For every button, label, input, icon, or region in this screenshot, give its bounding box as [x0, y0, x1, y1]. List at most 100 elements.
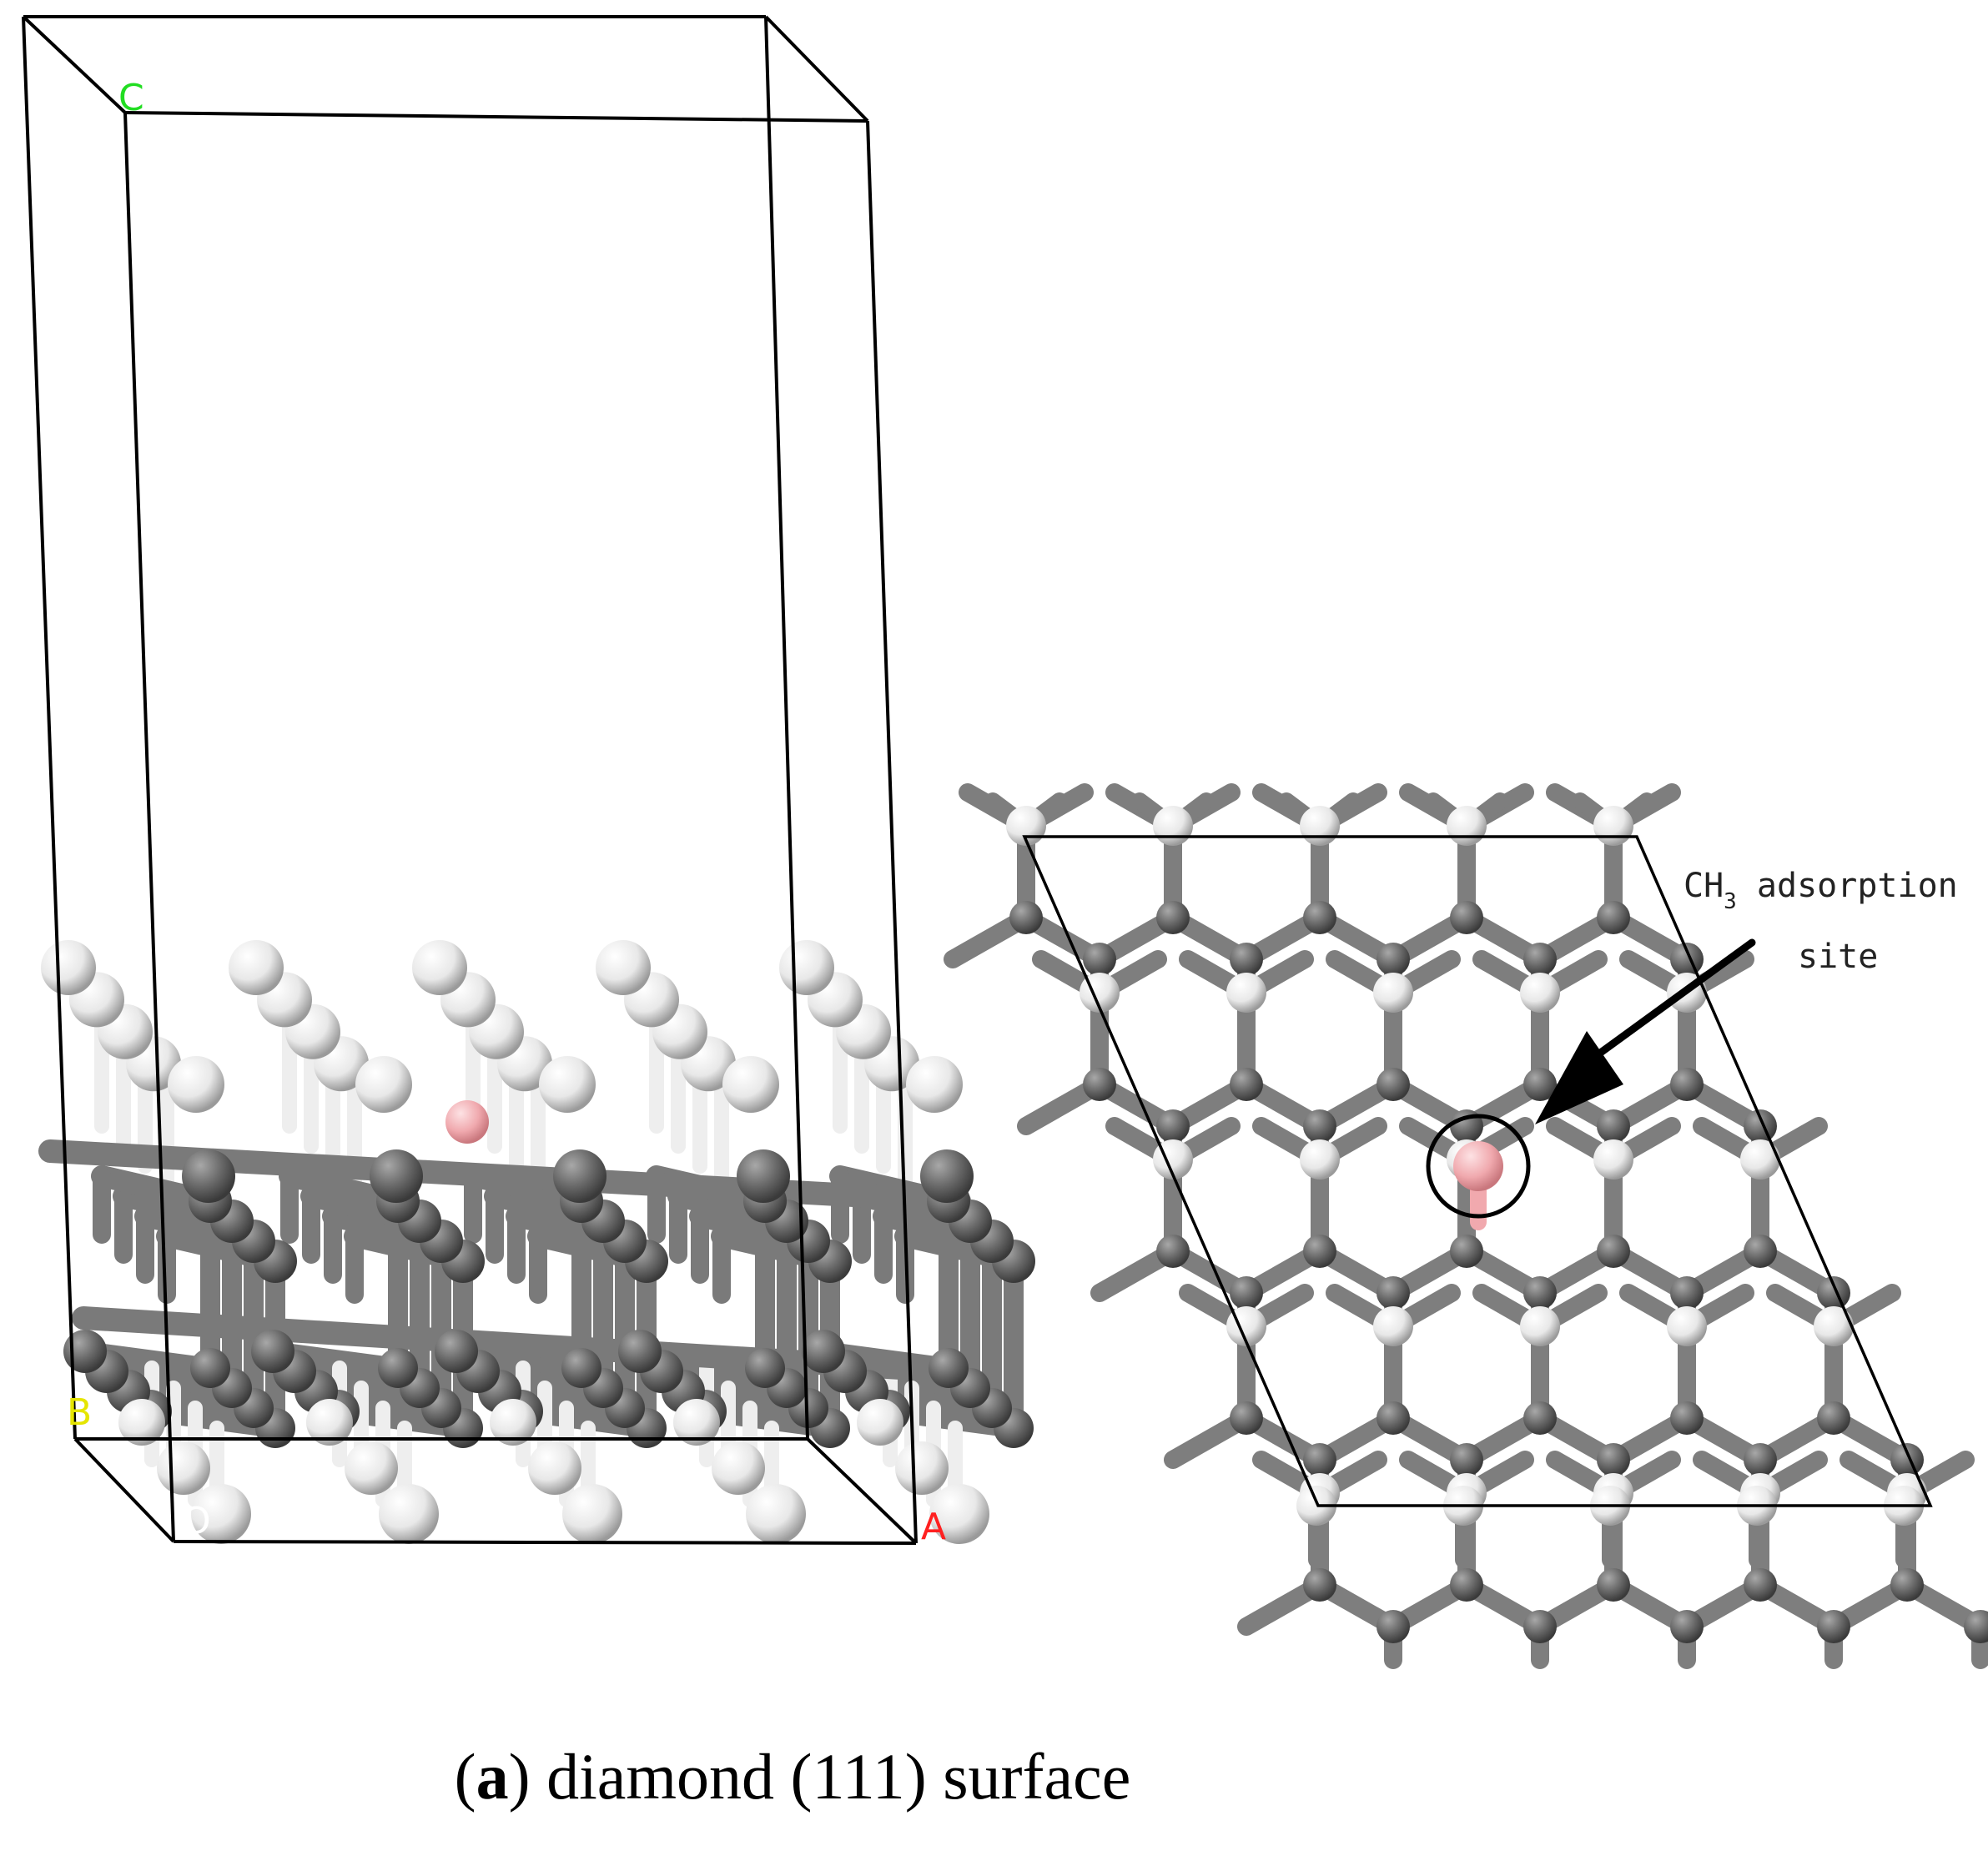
- hydrogen-atom: [539, 1056, 596, 1113]
- carbon-atom: [1964, 1610, 1988, 1643]
- carbon-atom: [1890, 1443, 1924, 1476]
- hydrogen-atom: [1300, 1139, 1340, 1179]
- carbon-atom: [745, 1348, 785, 1388]
- hydrogen-atom: [779, 940, 834, 995]
- carbon-atom: [1156, 1235, 1190, 1268]
- carbon-atom: [1230, 1276, 1263, 1310]
- carbon-atom: [1523, 1401, 1557, 1435]
- carbon-atom: [1890, 1568, 1924, 1602]
- carbon-atom: [1156, 1109, 1190, 1143]
- carbon-atom: [1523, 1276, 1557, 1310]
- carbon-atom: [1303, 901, 1336, 934]
- hydrogen-atom: [1296, 1486, 1336, 1526]
- carbon-atom: [1450, 1568, 1483, 1602]
- hydrogen-atom: [528, 1441, 581, 1495]
- carbon-atom: [370, 1149, 423, 1203]
- carbon-atom: [1597, 1568, 1630, 1602]
- side-view-panel: C B O A: [22, 15, 1035, 1548]
- hydrogen-atom: [857, 1399, 903, 1446]
- hydrogen-atom: [306, 1399, 353, 1446]
- carbon-atom: [1303, 1568, 1336, 1602]
- axis-label-b: B: [67, 1391, 92, 1434]
- hydrogen-atom: [1226, 973, 1266, 1013]
- hydrogen-atom: [746, 1484, 806, 1544]
- carbon-atom: [1523, 943, 1557, 976]
- hydrogen-atom: [1153, 806, 1193, 846]
- carbon-atom: [1523, 1068, 1557, 1101]
- carbon-atom: [378, 1348, 418, 1388]
- carbon-atom: [1377, 1401, 1410, 1435]
- hydrogen-atom: [345, 1441, 398, 1495]
- carbon-atom: [1303, 1443, 1336, 1476]
- carbon-atom: [182, 1149, 235, 1203]
- hydrogen-atom: [41, 940, 96, 995]
- carbon-atom: [1083, 943, 1116, 976]
- carbon-atom: [1523, 1610, 1557, 1643]
- hydrogen-atom: [229, 940, 284, 995]
- carbon-atom: [802, 1330, 845, 1373]
- axis-label-a: A: [921, 1506, 946, 1548]
- hydrogen-atom: [1520, 973, 1560, 1013]
- carbon-atom: [1450, 1443, 1483, 1476]
- figure-caption: (a) diamond (111) surface: [454, 1740, 1131, 1813]
- hydrogen-atom: [1593, 806, 1633, 846]
- hydrogen-atom: [1740, 1139, 1780, 1179]
- hydrogen-atom: [1520, 1306, 1560, 1346]
- carbon-atom: [1597, 1109, 1630, 1143]
- carbon-atom: [63, 1330, 107, 1373]
- carbon-atom: [1083, 1068, 1116, 1101]
- carbon-atom: [737, 1149, 790, 1203]
- carbon-atom: [1597, 1235, 1630, 1268]
- adsorbate-atom: [445, 1100, 489, 1144]
- carbon-atom: [929, 1348, 969, 1388]
- carbon-atom: [1303, 1235, 1336, 1268]
- hydrogen-atom: [1373, 1306, 1413, 1346]
- carbon-atom: [1744, 1568, 1777, 1602]
- carbon-atom: [190, 1348, 230, 1388]
- hydrogen-atom: [1667, 1306, 1707, 1346]
- carbon-atom: [1377, 1068, 1410, 1101]
- carbon-atom: [1009, 901, 1043, 934]
- hydrogen-atom: [596, 940, 651, 995]
- hydrogen-atom: [355, 1056, 412, 1113]
- carbon-atom: [1670, 1068, 1704, 1101]
- carbon-atom: [1377, 1610, 1410, 1643]
- hydrogen-atom: [157, 1441, 210, 1495]
- top-view-panel: CH3 adsorption site: [944, 783, 1988, 1669]
- hydrogen-atom: [929, 1484, 989, 1544]
- carbon-atom: [1230, 1068, 1263, 1101]
- axis-label-o: O: [182, 1500, 211, 1542]
- carbon-atom: [1744, 1235, 1777, 1268]
- hydrogen-atom: [1814, 1306, 1854, 1346]
- hydrogen-atom: [379, 1484, 439, 1544]
- adsorption-site-circle: [1426, 1114, 1531, 1219]
- side-view-atoms: [41, 940, 1035, 1544]
- annotation-line-2: site: [1798, 938, 1878, 976]
- unit-cell-edge: [22, 15, 127, 114]
- carbon-atom: [251, 1330, 294, 1373]
- carbon-atom: [561, 1348, 601, 1388]
- hydrogen-atom: [1300, 806, 1340, 846]
- carbon-atom: [1597, 901, 1630, 934]
- hydrogen-atom: [191, 1484, 251, 1544]
- hydrogen-atom: [906, 1056, 963, 1113]
- unit-cell-edge: [124, 111, 868, 123]
- carbon-atom: [1303, 1109, 1336, 1143]
- carbon-atom: [1817, 1610, 1850, 1643]
- carbon-atom: [1156, 901, 1190, 934]
- unit-cell-box: [22, 15, 918, 1545]
- unit-cell-edge: [806, 1437, 918, 1545]
- hydrogen-atom: [1447, 806, 1487, 846]
- carbon-atom: [1744, 1443, 1777, 1476]
- unit-cell-edge: [173, 1540, 917, 1545]
- hydrogen-atom: [712, 1441, 765, 1495]
- carbon-atom: [920, 1149, 974, 1203]
- unit-cell-edge: [866, 120, 918, 1544]
- annotation-line-1: CH3 adsorption: [1684, 867, 1958, 914]
- unit-cell-edge: [73, 1437, 175, 1543]
- unit-cell-edge: [764, 16, 809, 1440]
- caption-panel-letter: a: [476, 1740, 509, 1813]
- carbon-atom: [1450, 901, 1483, 934]
- hydrogen-atom: [168, 1056, 224, 1113]
